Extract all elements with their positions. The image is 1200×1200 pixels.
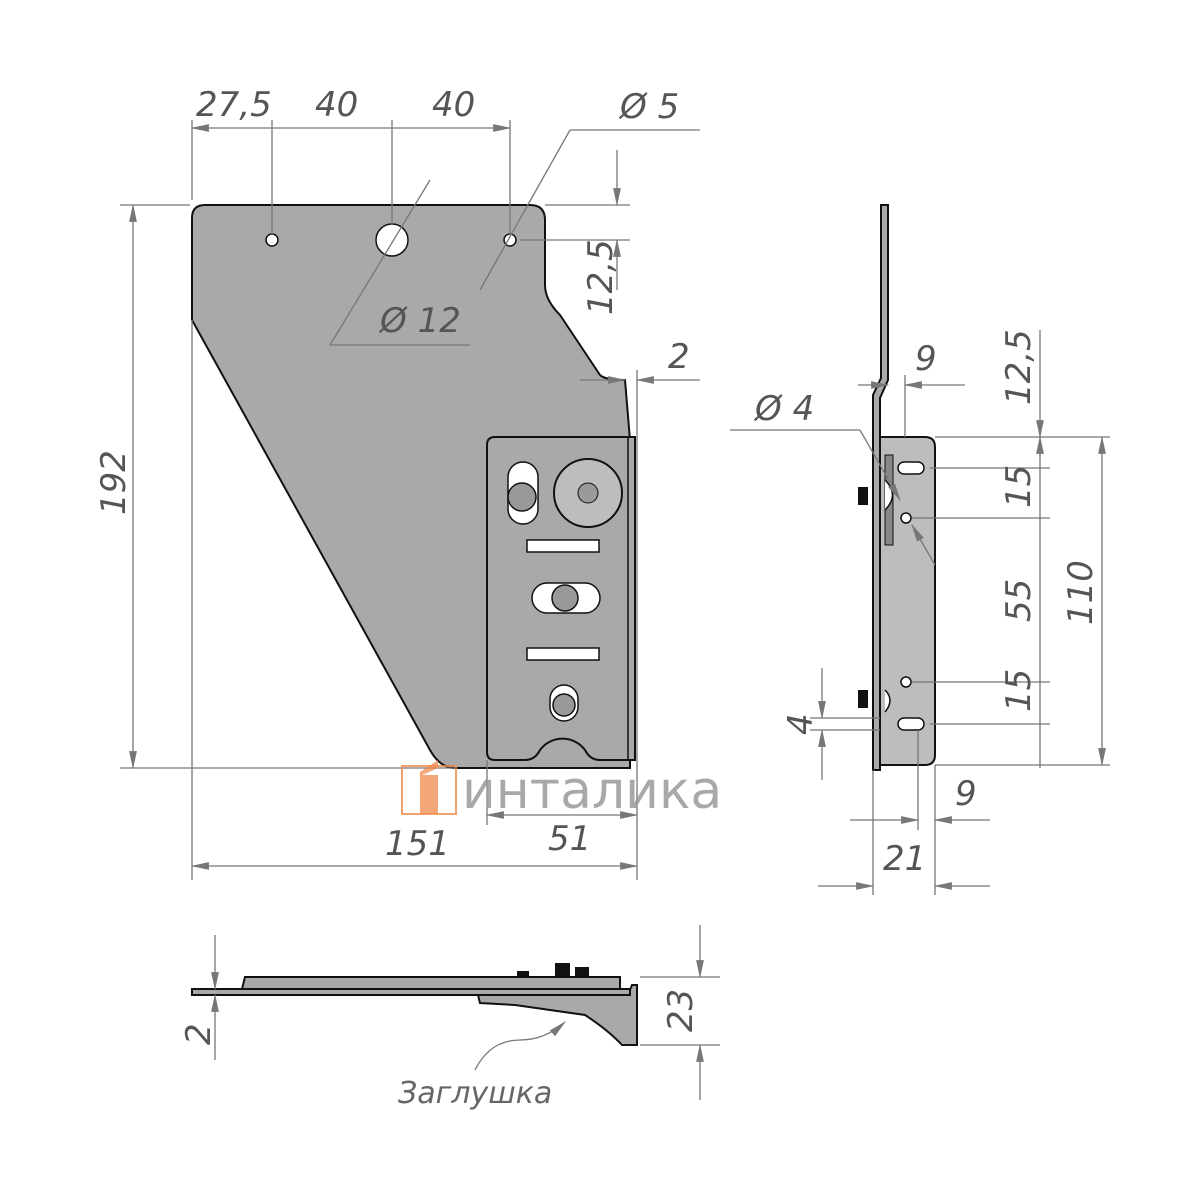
dim-27-5: 27,5 [196, 85, 272, 125]
dim-23: 23 [661, 989, 701, 1032]
dim-2-thickness: 2 [668, 337, 690, 377]
bottom-view: 2 23 Заглушка [179, 925, 720, 1111]
dim-2-bottom: 2 [179, 1023, 219, 1045]
hole-12 [375, 223, 409, 257]
side-view: Ø 4 9 12,5 15 55 110 15 4 9 21 [730, 204, 1110, 895]
dim-110: 110 [1061, 560, 1101, 625]
bracket [486, 436, 636, 761]
screw-icon [551, 584, 579, 612]
dim-51: 51 [548, 819, 591, 859]
front-view: 27,5 40 40 Ø 5 Ø 12 12,5 192 2 151 51 [94, 85, 700, 880]
callout-plug: Заглушка [398, 1076, 552, 1111]
dim-hole-5: Ø 5 [618, 87, 679, 127]
dim-12-5-side: 12,5 [999, 329, 1039, 405]
dim-4: 4 [781, 713, 821, 735]
dim-15-upper: 15 [999, 465, 1039, 508]
screw-icon [577, 482, 599, 504]
dim-15-lower: 15 [999, 669, 1039, 712]
dim-40-left: 40 [315, 85, 358, 125]
dim-40-right: 40 [432, 85, 475, 125]
hole-5-left [265, 233, 279, 247]
brand-logo: инталика [401, 760, 722, 821]
logo-text: инталика [462, 761, 722, 821]
screw-icon [552, 693, 576, 717]
dim-21: 21 [883, 839, 926, 879]
dim-hole-4: Ø 4 [753, 389, 814, 429]
dim-hole-12: Ø 12 [378, 301, 461, 341]
dim-55: 55 [999, 579, 1039, 622]
dim-9-top: 9 [915, 339, 937, 379]
screw-icon [507, 482, 537, 512]
dim-192: 192 [94, 450, 134, 515]
dim-12-5: 12,5 [581, 239, 621, 315]
dim-9-bottom: 9 [955, 774, 977, 814]
dim-151: 151 [385, 824, 450, 864]
